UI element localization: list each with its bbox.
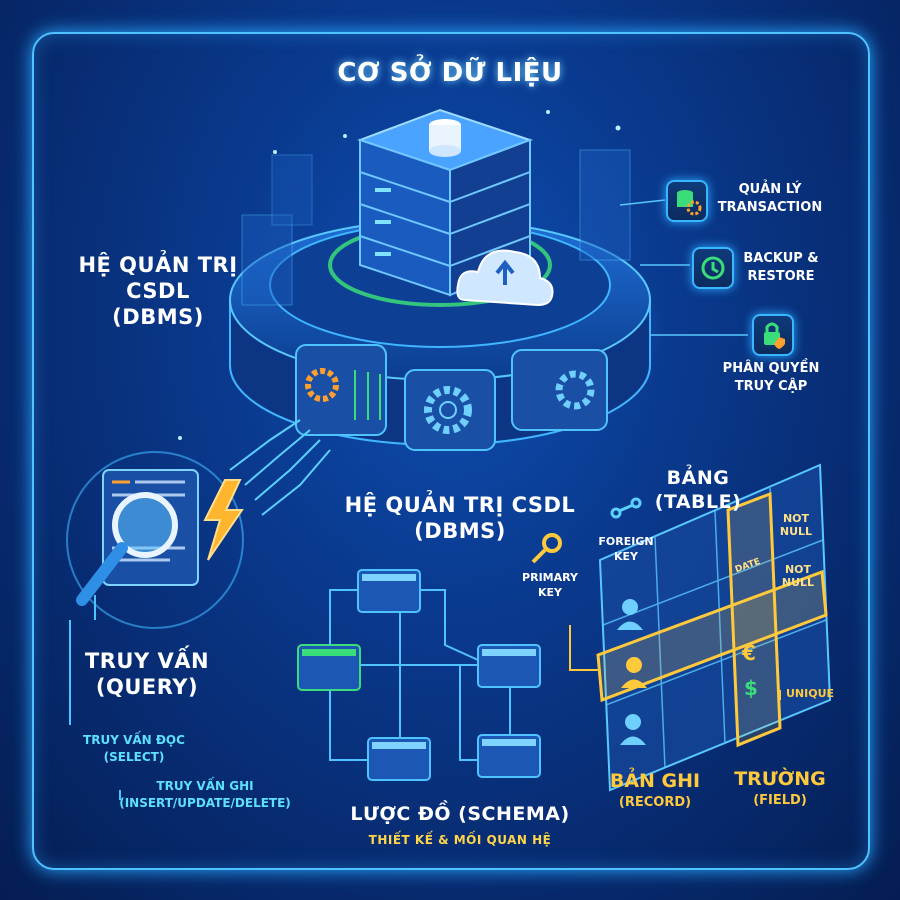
- primary-key-icon: [531, 533, 562, 564]
- feature-access-label: PHÂN QUYỀN TRUY CẬP: [716, 360, 826, 396]
- circuit-lines: [229, 419, 331, 516]
- dbms-center-line2: (DBMS): [414, 519, 506, 543]
- feature-access-line1: PHÂN QUYỀN: [722, 361, 820, 376]
- query-title: TRUY VẤN (QUERY): [62, 648, 232, 700]
- table-title-line2: (TABLE): [654, 491, 742, 513]
- feature-transaction-line1: QUẢN LÝ: [738, 182, 802, 197]
- query-title-line2: (QUERY): [95, 675, 199, 699]
- lock-shield-icon: [752, 314, 794, 356]
- feature-access-line2: TRUY CẬP: [734, 379, 808, 394]
- dbms-center-label: HỆ QUẢN TRỊ CSDL (DBMS): [330, 492, 590, 544]
- primary-key-line1: PRIMARY: [522, 571, 578, 584]
- feature-backup-line2: RESTORE: [747, 269, 815, 284]
- schema-title: LƯỢC ĐỒ (SCHEMA): [350, 803, 570, 825]
- feature-transaction-line2: TRANSACTION: [717, 200, 823, 215]
- database-server-icon: [357, 108, 554, 307]
- not-null-label-2: NOT NULL: [781, 563, 815, 589]
- primary-key-label: PRIMARY KEY: [510, 570, 590, 600]
- field-line2: (FIELD): [753, 793, 807, 808]
- query-magnifier-icon: [66, 451, 244, 629]
- record-line1: BẢN GHI: [609, 770, 701, 792]
- glowing-frame: [32, 32, 870, 870]
- record-line2: (RECORD): [618, 795, 692, 810]
- not-null-label-1: NOT NULL: [779, 512, 813, 538]
- field-label: TRƯỜNG (FIELD): [725, 768, 835, 812]
- query-read-line1: TRUY VẤN ĐỌC: [83, 733, 185, 747]
- backup-restore-icon: [692, 247, 734, 289]
- dbms-center-line1: HỆ QUẢN TRỊ CSDL: [344, 493, 576, 517]
- query-read-label: TRUY VẤN ĐỌC (SELECT): [64, 732, 204, 766]
- dbms-left-line2: CSDL: [126, 279, 190, 303]
- unique-label: UNIQUE: [786, 687, 835, 700]
- schema-diagram: [297, 569, 541, 781]
- dbms-left-line1: HỆ QUẢN TRỊ: [78, 253, 238, 277]
- feature-backup-label: BACKUP & RESTORE: [736, 250, 826, 286]
- foreign-key-label: FOREIGN KEY: [594, 534, 658, 564]
- primary-key-line2: KEY: [537, 586, 562, 599]
- svg-text:$: $: [744, 676, 758, 700]
- query-tree-lines: [69, 595, 121, 800]
- data-table-graphic: € $: [531, 463, 832, 792]
- record-label: BẢN GHI (RECORD): [600, 770, 710, 814]
- schema-subtitle: THIẾT KẾ & MỐI QUAN HỆ: [368, 833, 552, 847]
- foreign-key-line1: FOREIGN: [598, 535, 654, 548]
- feature-backup-line1: BACKUP &: [743, 251, 819, 266]
- query-write-line1: TRUY VẤN GHI: [156, 779, 254, 793]
- sparkles: [178, 110, 621, 440]
- foreign-key-line2: KEY: [613, 550, 638, 563]
- query-write-label: TRUY VẤN GHI (INSERT/UPDATE/DELETE): [100, 778, 310, 812]
- query-write-line2: (INSERT/UPDATE/DELETE): [119, 796, 291, 810]
- database-gear-icon: [666, 180, 708, 222]
- feature-connectors: [619, 199, 748, 336]
- svg-text:€: €: [741, 641, 756, 665]
- feature-transaction-label: QUẢN LÝ TRANSACTION: [710, 181, 830, 217]
- dbms-left-line3: (DBMS): [112, 305, 204, 329]
- foreign-key-icon: [610, 497, 642, 519]
- table-title-line1: BẢNG: [666, 467, 730, 489]
- query-read-line2: (SELECT): [103, 750, 165, 764]
- table-title: BẢNG (TABLE): [628, 466, 768, 514]
- dbms-left-label: HỆ QUẢN TRỊ CSDL (DBMS): [58, 252, 258, 330]
- field-line1: TRƯỜNG: [734, 768, 826, 790]
- main-title: CƠ SỞ DỮ LIỆU: [337, 58, 563, 88]
- query-title-line1: TRUY VẤN: [84, 649, 210, 673]
